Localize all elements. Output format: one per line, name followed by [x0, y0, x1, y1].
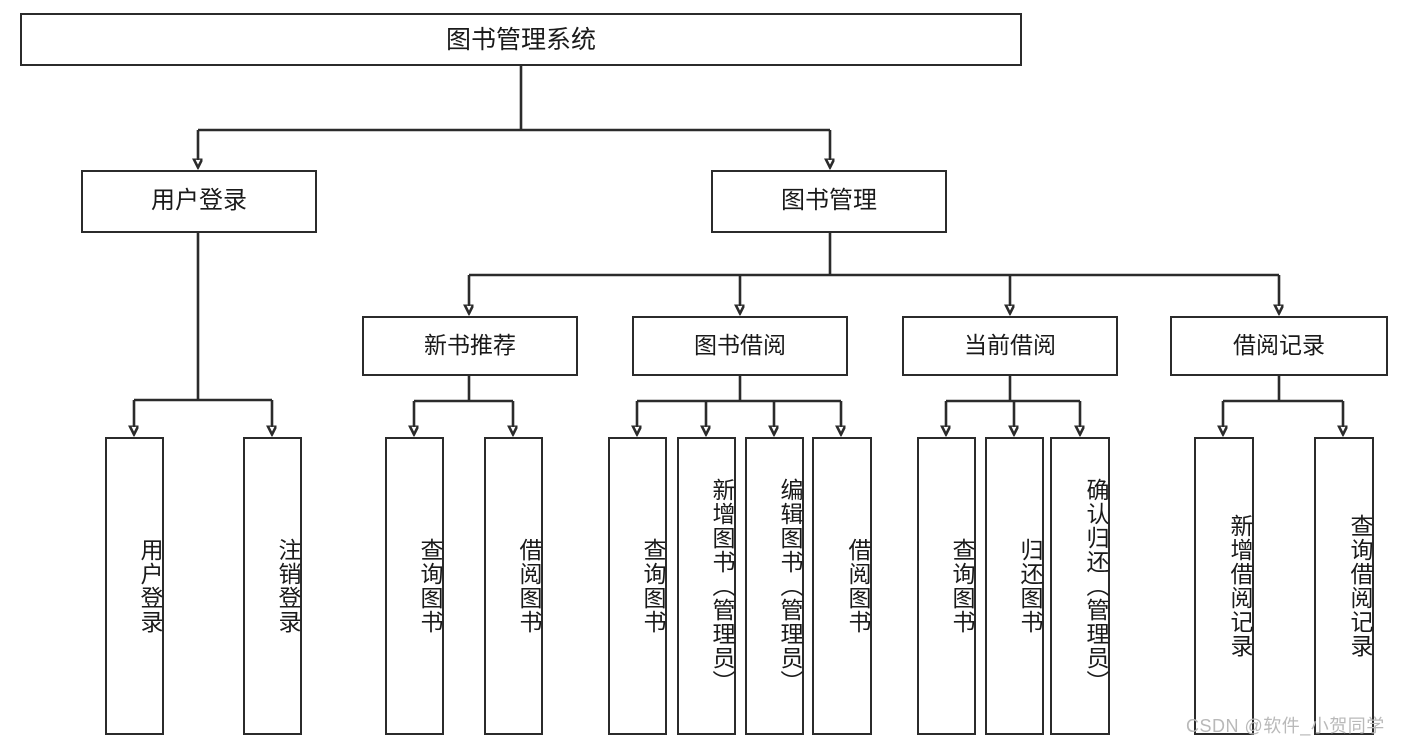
node-borrowing-record[interactable]: 借阅记录	[1170, 316, 1388, 376]
leaf-confirm-return-admin[interactable]: 确认归还（管理员）	[1050, 437, 1110, 735]
node-book-borrowing[interactable]: 图书借阅	[632, 316, 848, 376]
leaf-query-borrow-record[interactable]: 查询借阅记录	[1314, 437, 1374, 735]
leaf-add-book-admin[interactable]: 新增图书（管理员）	[677, 437, 736, 735]
leaf-add-borrow-record[interactable]: 新增借阅记录	[1194, 437, 1254, 735]
leaf-logout[interactable]: 注销登录	[243, 437, 302, 735]
node-root-book-management-system[interactable]: 图书管理系统	[20, 13, 1022, 66]
leaf-borrow-book-recommendation[interactable]: 借阅图书	[484, 437, 543, 735]
node-new-book-recommendation[interactable]: 新书推荐	[362, 316, 578, 376]
leaf-query-book-current[interactable]: 查询图书	[917, 437, 976, 735]
node-user-login[interactable]: 用户登录	[81, 170, 317, 233]
leaf-borrow-book-borrowing[interactable]: 借阅图书	[812, 437, 872, 735]
leaf-edit-book-admin[interactable]: 编辑图书（管理员）	[745, 437, 804, 735]
node-book-management[interactable]: 图书管理	[711, 170, 947, 233]
node-current-borrowing[interactable]: 当前借阅	[902, 316, 1118, 376]
leaf-user-login[interactable]: 用户登录	[105, 437, 164, 735]
leaf-query-book-borrowing[interactable]: 查询图书	[608, 437, 667, 735]
leaf-query-book-recommendation[interactable]: 查询图书	[385, 437, 444, 735]
leaf-return-book[interactable]: 归还图书	[985, 437, 1044, 735]
